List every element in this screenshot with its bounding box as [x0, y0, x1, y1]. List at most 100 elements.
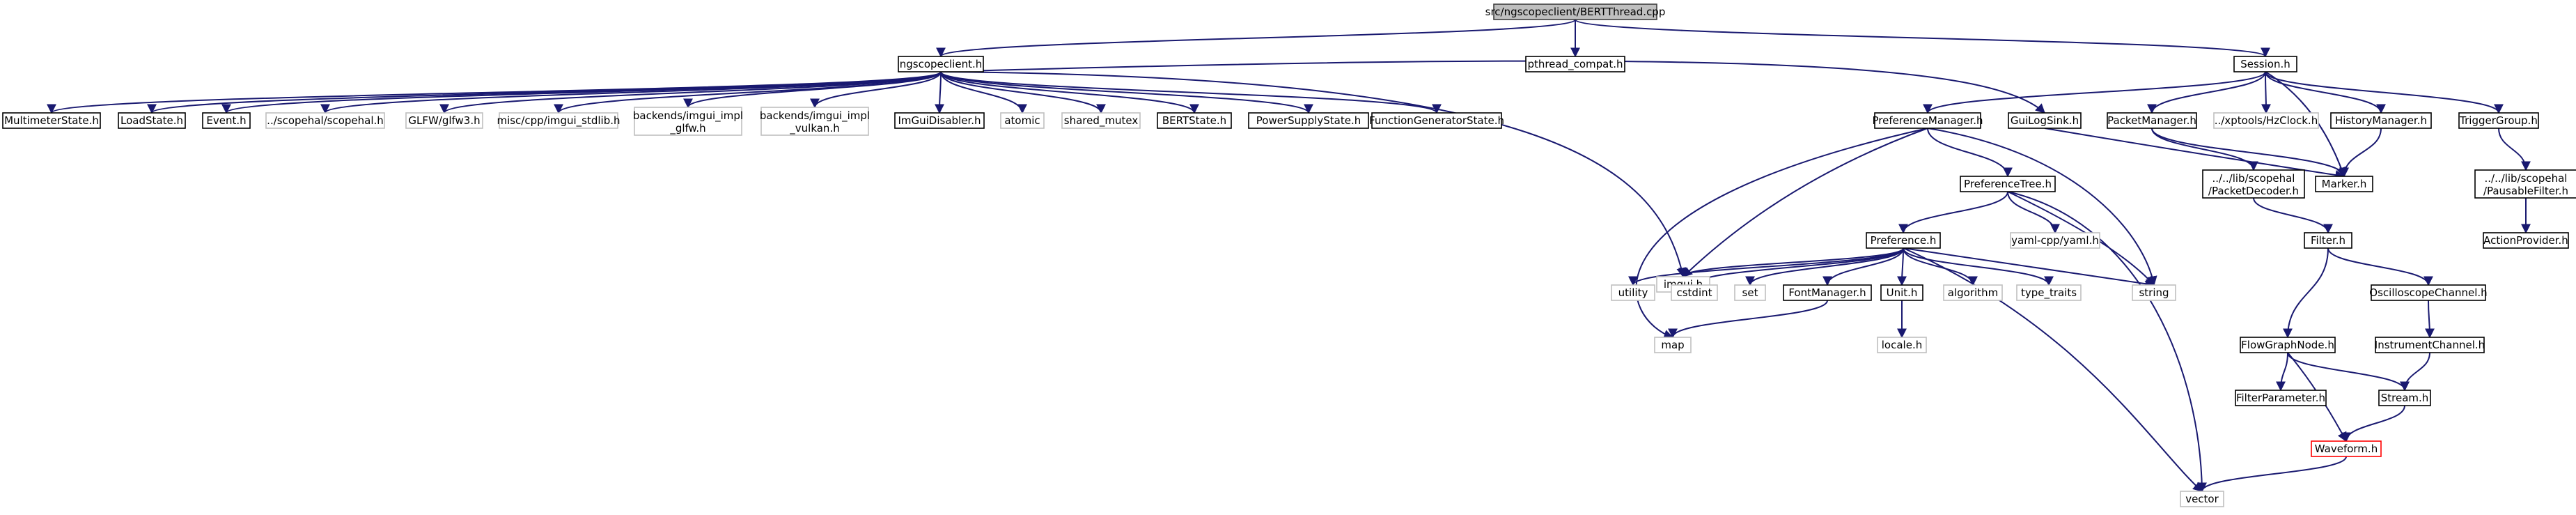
node-filterparameter[interactable]: FilterParameter.h [2235, 390, 2327, 406]
edge-preference-to-string [1903, 247, 2155, 289]
node-box [2180, 491, 2224, 507]
node-pausable[interactable]: ../../lib/scopehal/PausableFilter.h [2474, 169, 2576, 199]
node-packetdecoder[interactable]: ../../lib/scopehal/PacketDecoder.h [2202, 169, 2305, 199]
node-waveform[interactable]: Waveform.h [2311, 440, 2382, 457]
node-ngscopeclient[interactable]: ngscopeclient.h [898, 56, 984, 72]
node-box [2, 112, 101, 129]
node-box [2474, 169, 2576, 199]
node-label: PreferenceTree.h [1964, 178, 2052, 190]
node-sharedmutex[interactable]: shared_mutex [1061, 112, 1141, 129]
node-box [2202, 169, 2305, 199]
node-imguidisabler[interactable]: ImGuiDisabler.h [894, 112, 985, 129]
node-box [1493, 3, 1657, 20]
node-label: Session.h [2240, 58, 2290, 70]
node-unit[interactable]: Unit.h [1880, 284, 1923, 301]
edge-filter-to-flowgraphnode [2283, 247, 2329, 339]
node-scopehal[interactable]: ../scopehal/scopehal.h [265, 112, 385, 129]
node-box [1880, 284, 1923, 301]
node-filter[interactable]: Filter.h [2304, 232, 2352, 249]
edge-packetmanager-to-packetdecoder [2151, 128, 2258, 171]
node-hzclock[interactable]: ../xptools/HzClock.h [2213, 112, 2319, 129]
edge-preference-to-algorithm [1903, 247, 1978, 286]
edge-preference-to-imgui [1678, 247, 1904, 278]
node-box [1866, 232, 1941, 249]
node-box [2132, 284, 2176, 301]
node-multimeter[interactable]: MultimeterState.h [2, 112, 101, 129]
node-label: pthread_compat.h [1527, 58, 1623, 71]
edge-osciloscopechannel-to-instrumentchannel [2424, 300, 2435, 339]
node-utility[interactable]: utility [1611, 284, 1655, 301]
node-preference[interactable]: Preference.h [1866, 232, 1941, 249]
node-box [1061, 112, 1141, 129]
node-box [2458, 112, 2539, 129]
node-guilogsink[interactable]: GuiLogSink.h [2008, 112, 2082, 129]
node-label: src/ngscopeclient/BERTThread.cpp [1485, 6, 1666, 18]
node-triggergroup[interactable]: TriggerGroup.h [2458, 112, 2539, 129]
node-bertstate[interactable]: BERTState.h [1157, 112, 1232, 129]
node-session[interactable]: Session.h [2233, 56, 2297, 72]
node-prefmanager[interactable]: PreferenceManager.h [1872, 112, 1983, 129]
node-yamlcpp[interactable]: yaml-cpp/yaml.h [2010, 232, 2100, 249]
node-event[interactable]: Event.h [202, 112, 251, 129]
node-locale[interactable]: locale.h [1877, 337, 1927, 353]
node-label: Marker.h [2322, 178, 2367, 190]
node-pthread[interactable]: pthread_compat.h [1525, 56, 1625, 72]
node-box [2008, 112, 2082, 129]
node-implvulkan[interactable]: backends/imgui_impl_vulkan.h [760, 107, 870, 136]
edge-flowgraphnode-to-stream [2287, 352, 2410, 392]
edge-stream-to-waveform [2341, 405, 2405, 443]
node-implglfw[interactable]: backends/imgui_impl_glfw.h [633, 107, 743, 136]
node-label: ImGuiDisabler.h [898, 114, 981, 127]
node-packetmanager[interactable]: PacketManager.h [2107, 112, 2197, 129]
node-preftree[interactable]: PreferenceTree.h [1960, 176, 2056, 192]
node-root[interactable]: src/ngscopeclient/BERTThread.cpp [1485, 3, 1666, 20]
edge-prefmanager-to-string [1927, 128, 2157, 286]
node-label: GuiLogSink.h [2011, 114, 2079, 127]
node-algorithm[interactable]: algorithm [1943, 284, 2003, 301]
node-historymanager[interactable]: HistoryManager.h [2330, 112, 2432, 129]
node-label: BERTState.h [1162, 114, 1226, 127]
node-box [202, 112, 251, 129]
node-map[interactable]: map [1654, 337, 1692, 353]
node-box [1734, 284, 1766, 301]
edge-prefmanager-to-map [1635, 128, 1928, 339]
node-label: set [1742, 286, 1758, 299]
node-stdlib[interactable]: misc/cpp/imgui_stdlib.h [497, 112, 620, 129]
node-label: Waveform.h [2315, 443, 2378, 455]
node-label: PacketManager.h [2107, 114, 2196, 127]
node-cstdint[interactable]: cstdint [1671, 284, 1718, 301]
node-label: FlowGraphNode.h [2241, 339, 2334, 351]
node-box [1671, 284, 1718, 301]
node-label: Stream.h [2381, 392, 2429, 404]
node-box [634, 107, 742, 136]
edge-session-to-hzclock [2261, 71, 2271, 114]
node-marker[interactable]: Marker.h [2315, 176, 2373, 192]
node-typetraits[interactable]: type_traits [2016, 284, 2082, 301]
node-loadstate[interactable]: LoadState.h [118, 112, 186, 129]
node-vector[interactable]: vector [2180, 491, 2224, 507]
node-label: MultimeterState.h [4, 114, 99, 127]
node-powersupply[interactable]: PowerSupplyState.h [1248, 112, 1369, 129]
node-box [2378, 390, 2431, 406]
node-fontmanager[interactable]: FontManager.h [1783, 284, 1872, 301]
node-box [894, 112, 985, 129]
node-osciloscopechannel[interactable]: OscilloscopeChannel.h [2369, 284, 2488, 301]
node-label: shared_mutex [1064, 114, 1139, 128]
node-atomic[interactable]: atomic [1000, 112, 1045, 129]
node-string[interactable]: string [2132, 284, 2176, 301]
node-funcgen[interactable]: FunctionGeneratorState.h [1369, 112, 1504, 129]
node-flowgraphnode[interactable]: FlowGraphNode.h [2240, 337, 2336, 353]
node-label: HistoryManager.h [2335, 114, 2427, 127]
node-label: ../../lib/scopehal [2212, 172, 2295, 185]
node-box [1525, 56, 1625, 72]
node-actionprovider[interactable]: ActionProvider.h [2483, 232, 2569, 249]
node-set[interactable]: set [1734, 284, 1766, 301]
node-label: InstrumentChannel.h [2375, 339, 2485, 351]
node-instrumentchannel[interactable]: InstrumentChannel.h [2375, 337, 2485, 353]
edge-ngscopeclient-to-atomic [940, 71, 1027, 114]
node-box [2330, 112, 2432, 129]
node-glfw[interactable]: GLFW/glfw3.h [405, 112, 483, 129]
edge-ngscopeclient-to-bertstate [940, 71, 1199, 114]
node-label: misc/cpp/imgui_stdlib.h [497, 114, 620, 128]
node-stream[interactable]: Stream.h [2378, 390, 2431, 406]
